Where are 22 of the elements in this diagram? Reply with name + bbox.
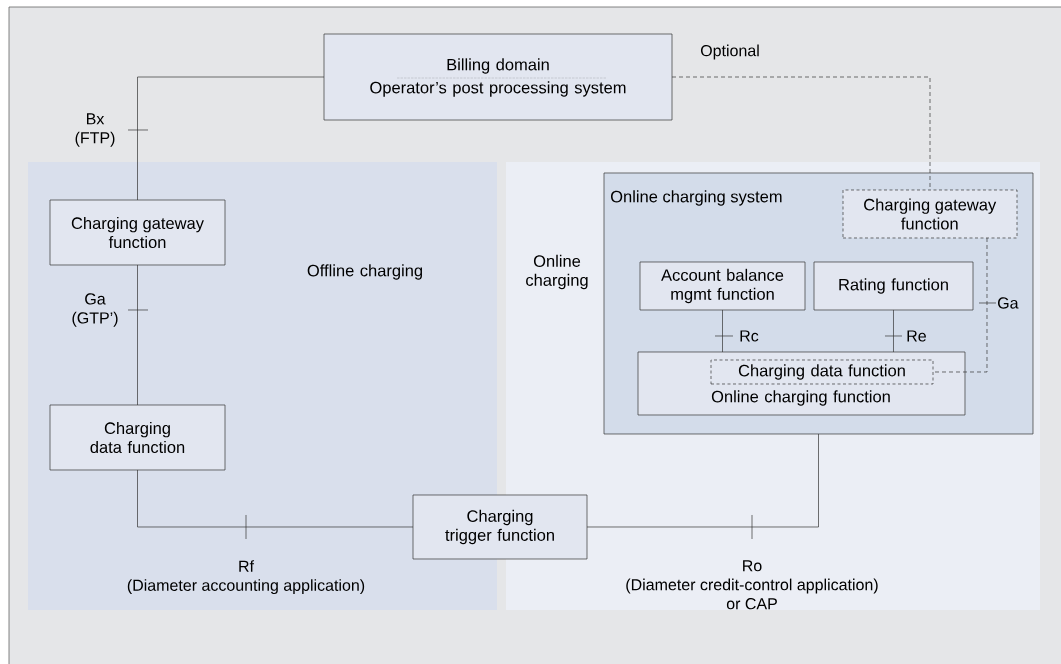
- connector-line: [137, 469, 414, 528]
- edge-label: Ga (GTP’): [72, 293, 118, 327]
- edge-label: Ga: [998, 297, 1019, 309]
- edge-label: Bx (FTP): [75, 113, 115, 147]
- function-box: Charging trigger function: [412, 494, 588, 560]
- connector-line: [586, 433, 819, 528]
- function-box: Charging gateway function: [842, 189, 1018, 239]
- connector-line: [137, 76, 325, 201]
- edge-label: Re: [907, 330, 926, 342]
- edge-label: Optional: [700, 44, 759, 60]
- function-box: Rating function: [813, 261, 974, 311]
- edge-label: Ro (Diameter credit-control application) or CAP: [626, 560, 878, 610]
- edge-label: Rf (Diameter accounting application): [127, 560, 365, 595]
- function-box: Charging data function: [710, 359, 934, 385]
- connector-line: [722, 309, 723, 353]
- connector-line: [137, 264, 138, 406]
- function-box: Account balance mgmt function: [639, 261, 806, 311]
- function-box: Charging gateway function: [49, 199, 226, 266]
- billing-domain-box: Billing domain Operator’s post processing system: [323, 33, 673, 121]
- function-box: Charging data function: [49, 404, 226, 471]
- edge-label: Rc: [740, 330, 759, 342]
- connector-line: [893, 309, 894, 353]
